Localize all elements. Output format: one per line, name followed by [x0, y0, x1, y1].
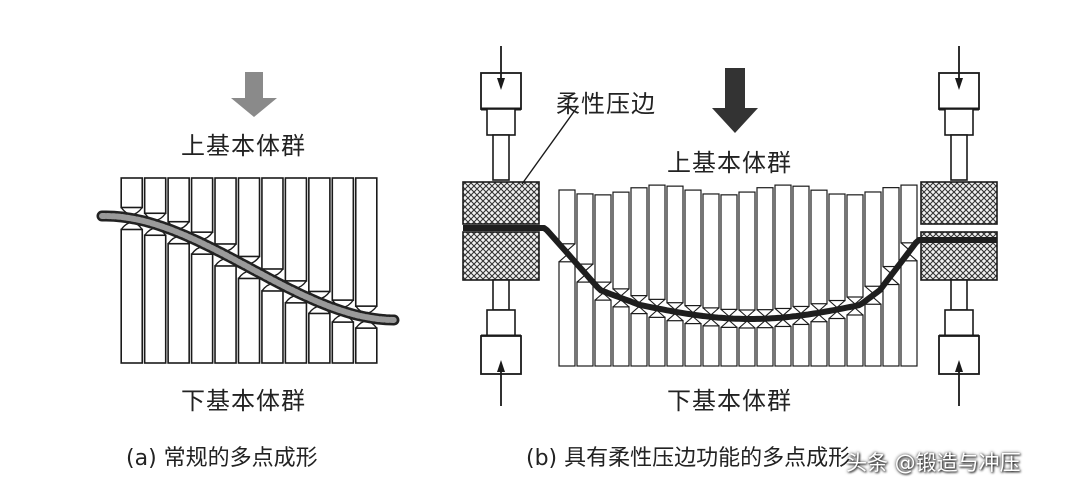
upper-pin [331, 177, 355, 301]
lower-rod [492, 279, 510, 311]
upper-pin [354, 177, 378, 307]
lower-pin [648, 316, 666, 367]
upper-pin [167, 177, 190, 223]
lower-pin-tip [738, 320, 756, 329]
upper-pin [684, 189, 702, 307]
panel-a-caption: (a) 常规的多点成形 [126, 446, 318, 471]
lower-pin [738, 327, 756, 367]
lower-rod [950, 279, 968, 311]
lower-pin [702, 325, 720, 367]
upper-holder-block [920, 181, 998, 225]
lower-pin [354, 327, 378, 364]
lower-pin [190, 253, 214, 364]
up-arrow-icon [497, 360, 505, 372]
down-arrow-icon [497, 78, 505, 90]
lower-pin [792, 323, 810, 367]
upper-pin [792, 185, 810, 308]
lower-pin [666, 320, 684, 367]
lower-pin [261, 290, 284, 364]
upper-pin [846, 194, 864, 298]
lower-pin [308, 312, 331, 364]
upper-pin [143, 177, 167, 215]
lower-holder-block [462, 231, 540, 281]
upper-pin [864, 191, 882, 287]
right-blank-holder [920, 46, 998, 406]
lower-pin [594, 299, 612, 367]
lower-pin [630, 313, 648, 367]
upper-pin [702, 193, 720, 309]
lower-pin [612, 306, 630, 367]
upper-holder-block [462, 181, 540, 225]
panel-b-lower-group-label: 下基本体群 [667, 387, 792, 415]
lower-pin [864, 303, 882, 367]
upper-pin [594, 194, 612, 283]
upper-pin [190, 177, 214, 233]
upper-pin [576, 193, 594, 265]
blank-holder-leader-line [521, 105, 579, 185]
upper-rod [492, 134, 510, 181]
panel-a-force-arrow-icon [231, 72, 277, 117]
panel-b-force-arrow-icon [712, 68, 758, 133]
left-blank-holder [462, 46, 540, 406]
upper-pin [720, 194, 738, 310]
upper-pin [756, 187, 774, 311]
lower-pin [720, 326, 738, 367]
up-arrow-icon [955, 360, 963, 372]
lower-pin [756, 327, 774, 367]
panel-b-caption: (b) 具有柔性压边功能的多点成形 [526, 446, 851, 471]
lower-pin [284, 302, 308, 364]
down-arrow-icon [955, 78, 963, 90]
upper-pin [738, 191, 756, 311]
lower-pin [684, 323, 702, 367]
lower-pin [810, 321, 828, 367]
lower-rod-head [486, 309, 516, 337]
blank-holder-label: 柔性压边 [556, 90, 656, 118]
upper-pin [261, 177, 284, 270]
upper-pin [612, 191, 630, 290]
sheet-blank [463, 225, 997, 322]
upper-pin [120, 177, 144, 209]
lower-pin [846, 314, 864, 367]
upper-pin [828, 193, 846, 302]
lower-pin [774, 325, 792, 367]
watermark: 头条 @锻造与冲压 [846, 451, 1021, 475]
lower-pin [167, 242, 190, 364]
upper-pin [882, 187, 900, 268]
sheet-blank [99, 213, 397, 323]
lower-pin [237, 277, 261, 364]
upper-pin [630, 187, 648, 297]
upper-pin [237, 177, 261, 258]
lower-pin [828, 317, 846, 367]
upper-pin [308, 177, 331, 293]
upper-pin [666, 185, 684, 304]
lower-pin [331, 321, 355, 364]
upper-pin [810, 189, 828, 305]
lower-pin [214, 265, 237, 364]
panel-b-upper-group-label: 上基本体群 [667, 149, 792, 177]
lower-pin [882, 283, 900, 367]
panel-a-lower-group-label: 下基本体群 [181, 387, 306, 415]
lower-rod-head [944, 309, 974, 337]
upper-pin [900, 184, 918, 244]
upper-pin [214, 177, 237, 245]
upper-rod-head [486, 108, 516, 136]
panel-b-flexible-blank-holder [462, 46, 998, 406]
upper-pin [774, 184, 792, 310]
upper-pin [558, 189, 576, 245]
upper-rod [950, 134, 968, 181]
upper-rod-head [944, 108, 974, 136]
lower-pin [558, 261, 576, 367]
lower-pin [576, 281, 594, 367]
panel-a-upper-group-label: 上基本体群 [181, 132, 306, 160]
panel-a-conventional [96, 72, 400, 364]
lower-pin [900, 260, 918, 367]
lower-pin [143, 234, 167, 364]
upper-pin [648, 184, 666, 300]
upper-pin [284, 177, 308, 282]
lower-pin [120, 228, 144, 364]
